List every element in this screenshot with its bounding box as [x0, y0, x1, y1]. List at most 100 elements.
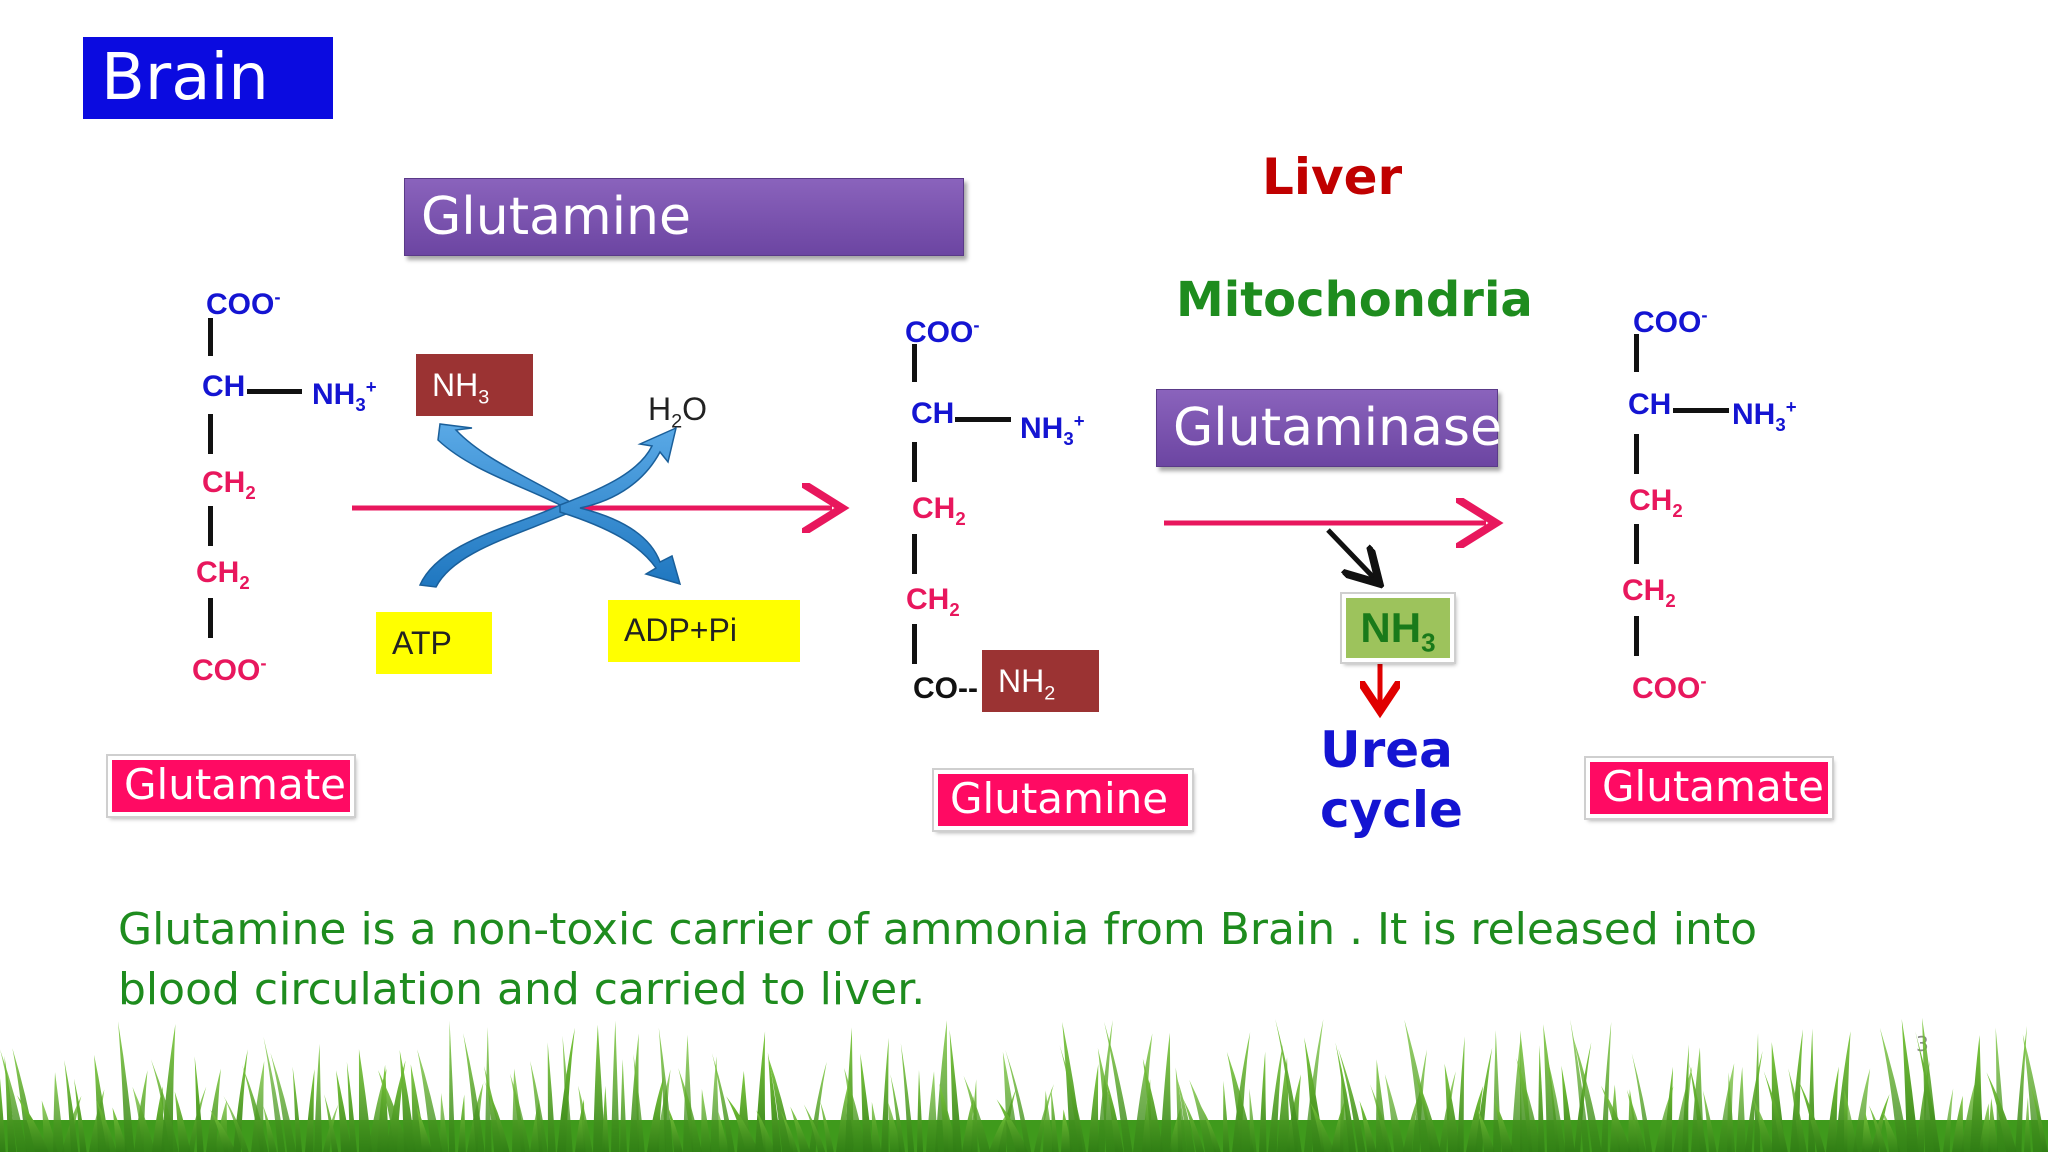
grass-blade [1493, 1098, 1514, 1152]
grass-blade [1664, 1066, 1674, 1152]
grass-blade [377, 1064, 390, 1152]
slide-title: Brain [83, 37, 333, 119]
grass-blade [368, 1068, 387, 1152]
grass-blade [112, 1107, 128, 1152]
grass-blade [1475, 1047, 1493, 1152]
grass-blade [117, 1021, 135, 1152]
enzyme-glutaminase-label: Glutaminase [1173, 398, 1502, 458]
grass-blade [962, 1095, 974, 1152]
nh3-released: NH3 [1340, 592, 1456, 664]
grass-blade [996, 1099, 1028, 1152]
bond [955, 417, 1011, 422]
grass-blade [292, 1066, 303, 1152]
grass-blade [629, 1033, 640, 1152]
grass-blade [358, 1049, 373, 1152]
grass-blade [1160, 1032, 1172, 1152]
grass-blade [1572, 1036, 1602, 1152]
grass-blade [336, 1070, 352, 1152]
grass-blade [1232, 1032, 1251, 1152]
urea-cycle-label: Urea cycle [1320, 720, 1463, 840]
bond [1634, 334, 1639, 372]
grass-blade [1369, 1084, 1392, 1152]
grass-blade [844, 1067, 867, 1152]
bond [912, 624, 917, 664]
grass-blade [1600, 1085, 1632, 1152]
ch2-beta: CH2 [202, 466, 256, 504]
grass-blade [1175, 1067, 1188, 1152]
grass-blade [611, 1020, 620, 1152]
grass-blade [1871, 1094, 1890, 1152]
grass-blade [963, 1075, 991, 1152]
grass-blade [1034, 1084, 1054, 1152]
grass-blade [1189, 1079, 1217, 1152]
grass-blade [633, 1054, 645, 1152]
grass-blade [803, 1104, 826, 1152]
grass-blade [1601, 1021, 1612, 1152]
grass-blade [711, 1053, 735, 1152]
coo-top: COO- [206, 286, 281, 321]
amino-group: NH3+ [1732, 396, 1797, 435]
bond [912, 442, 917, 482]
grass-blade [871, 1101, 882, 1152]
grass-blade [1457, 1036, 1465, 1152]
bond [247, 389, 302, 394]
grass-blade [161, 1023, 176, 1152]
bond [1634, 434, 1639, 474]
ch2-gamma: CH2 [1622, 574, 1676, 612]
grass-blade [1952, 1095, 1965, 1152]
grass-blade [710, 1056, 720, 1152]
grass-decoration [0, 1017, 2048, 1152]
grass-blade [755, 1031, 766, 1152]
grass-blade [1059, 1045, 1087, 1152]
grass-blade [890, 1074, 906, 1152]
grass-blade [223, 1095, 249, 1152]
grass-blade [1104, 1075, 1124, 1152]
adp-pi-box: ADP+Pi [608, 600, 800, 662]
ch-alpha: CH [1628, 388, 1672, 421]
grass-blade [1853, 1068, 1871, 1152]
bond [912, 344, 917, 382]
grass-blade [1561, 1065, 1575, 1152]
grass-blade [1901, 1019, 1919, 1152]
grass-blade [74, 1078, 87, 1152]
grass-blade [1703, 1090, 1717, 1152]
grass-blade [463, 1033, 485, 1152]
bond [912, 534, 917, 574]
grass-blade [780, 1110, 798, 1152]
label-glutamine: Glutamine [932, 768, 1194, 832]
grass-blade [756, 1110, 775, 1152]
grass-blade [1797, 1078, 1826, 1152]
grass-blade [2015, 1025, 2028, 1152]
bond [1673, 408, 1729, 413]
grass-blade [562, 1035, 573, 1152]
grass-blade [1444, 1063, 1461, 1152]
grass-blade [1384, 1074, 1405, 1152]
grass-blade [2030, 1083, 2048, 1152]
grass-blade [1005, 1049, 1032, 1152]
ch2-beta: CH2 [1629, 484, 1683, 522]
grass-blade [1763, 1071, 1788, 1152]
grass-blade [210, 1109, 236, 1152]
grass-blade [1359, 1100, 1377, 1152]
grass-blade [1259, 1051, 1267, 1152]
caption-line2: blood circulation and carried to liver. [118, 964, 926, 1015]
grass-blade [150, 1059, 179, 1152]
grass-blade [547, 1042, 556, 1152]
grass-blade [152, 1086, 165, 1152]
grass-blade [860, 1053, 873, 1152]
grass-blade [263, 1105, 277, 1152]
grass-blade [949, 1029, 963, 1152]
coo-bottom: COO- [1632, 670, 1707, 705]
grass-blade [881, 1037, 889, 1152]
grass-blade [1477, 1109, 1495, 1152]
grass-blade [399, 1050, 417, 1152]
grass-blade [1736, 1066, 1747, 1152]
grass-blade [1788, 1068, 1807, 1152]
grass-blade [1200, 1105, 1221, 1152]
grass-blade [1915, 1031, 1941, 1152]
grass-blade [1879, 1027, 1910, 1152]
grass-blade [1226, 1051, 1255, 1152]
grass-blade [1414, 1072, 1441, 1152]
ch2-beta: CH2 [912, 492, 966, 530]
grass-blade [1043, 1090, 1054, 1152]
